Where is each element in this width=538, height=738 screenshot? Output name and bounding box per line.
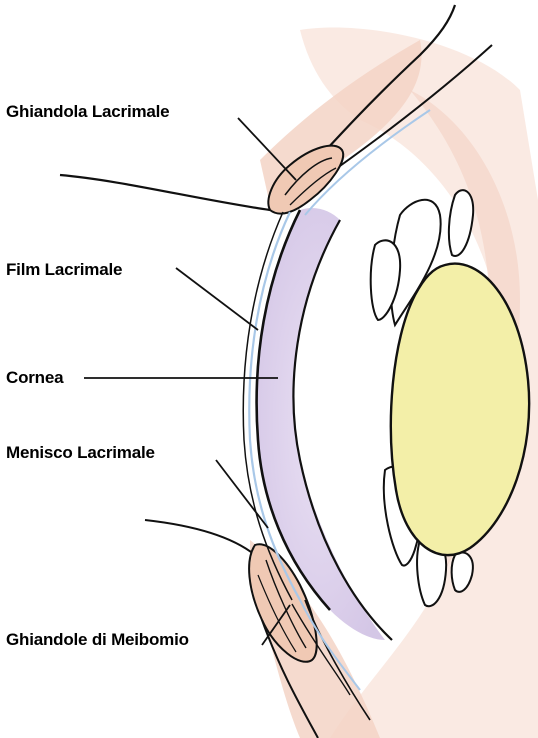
label-tear-meniscus: Menisco Lacrimale xyxy=(6,443,155,463)
leader-tear-film xyxy=(176,268,258,330)
label-lacrimal-gland: Ghiandola Lacrimale xyxy=(6,102,169,122)
label-meibomian-glands: Ghiandole di Meibomio xyxy=(6,630,189,650)
label-cornea: Cornea xyxy=(6,368,63,388)
label-tear-film: Film Lacrimale xyxy=(6,260,122,280)
leader-tear-meniscus xyxy=(216,460,268,528)
